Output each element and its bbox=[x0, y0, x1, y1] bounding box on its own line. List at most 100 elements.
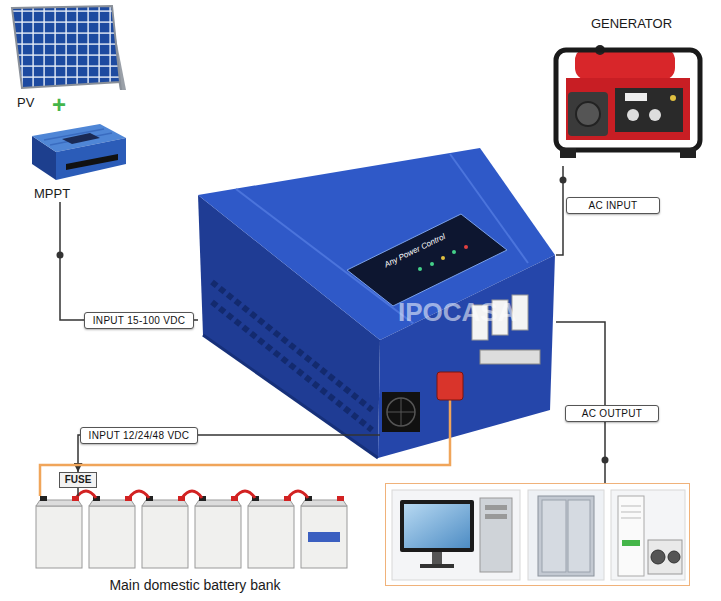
inverter-illustration bbox=[198, 148, 555, 458]
battery-illustration bbox=[248, 506, 294, 568]
wire-connector bbox=[556, 166, 563, 255]
node-text: GENERATOR bbox=[591, 16, 672, 32]
solar-panel bbox=[12, 6, 126, 90]
appliance-illustration bbox=[622, 540, 640, 546]
node-text: Any Power Control bbox=[377, 229, 453, 273]
appliance-illustration bbox=[568, 500, 590, 572]
solar-panel bbox=[12, 6, 120, 88]
inverter-illustration bbox=[480, 350, 540, 364]
mppt-controller: MPPT bbox=[28, 120, 128, 202]
generator-illustration bbox=[576, 102, 600, 126]
battery-illustration bbox=[142, 506, 188, 568]
wire-dot bbox=[57, 177, 609, 464]
node-text: FUSE bbox=[65, 474, 92, 486]
node-text: MPPT bbox=[34, 186, 70, 202]
wire-connector bbox=[40, 450, 450, 496]
inverter-illustration bbox=[198, 434, 380, 436]
battery-illustration bbox=[195, 506, 241, 568]
appliance-illustration bbox=[668, 551, 680, 563]
solar-panel bbox=[120, 82, 121, 90]
inverter-illustration bbox=[198, 148, 555, 340]
wire-label: INPUT 15-100 VDC bbox=[84, 312, 194, 329]
wire-label: AC OUTPUT bbox=[565, 405, 659, 422]
appliance-illustration bbox=[621, 518, 641, 519]
battery-illustration bbox=[195, 496, 241, 568]
appliance-illustration bbox=[618, 496, 644, 576]
generator-illustration bbox=[670, 95, 676, 101]
generator-illustration bbox=[556, 50, 700, 150]
watermark: IPOCASA bbox=[398, 298, 516, 327]
battery-illustration bbox=[308, 532, 340, 542]
generator-illustration bbox=[680, 148, 696, 158]
battery-illustration bbox=[76, 491, 308, 498]
battery-illustration bbox=[301, 496, 347, 568]
wire-connector bbox=[77, 488, 79, 496]
mppt-device bbox=[62, 133, 100, 144]
generator-illustration bbox=[560, 148, 576, 158]
battery-bank: Main domestic battery bank bbox=[30, 496, 360, 594]
battery-illustration bbox=[89, 496, 135, 568]
inverter-illustration bbox=[203, 335, 378, 458]
generator-illustration bbox=[566, 78, 690, 140]
mppt-device bbox=[66, 154, 118, 170]
wire-connector bbox=[556, 322, 605, 483]
generator-illustration bbox=[615, 88, 683, 132]
mppt-device bbox=[32, 124, 126, 180]
inverter-illustration bbox=[347, 214, 507, 306]
appliance-illustration bbox=[485, 514, 507, 519]
battery-illustration bbox=[337, 496, 344, 501]
inverter-illustration bbox=[452, 250, 456, 254]
mppt-device bbox=[56, 138, 126, 180]
battery-illustration bbox=[89, 506, 135, 568]
battery-illustration bbox=[301, 506, 347, 568]
appliance-illustration bbox=[542, 500, 566, 572]
battery-illustration bbox=[142, 496, 188, 568]
inverter-illustration bbox=[437, 372, 463, 400]
battery-illustration bbox=[36, 491, 347, 568]
inverter-illustration bbox=[418, 267, 422, 271]
generator-illustration bbox=[556, 45, 700, 158]
inverter-illustration bbox=[449, 398, 452, 450]
inverter-illustration bbox=[401, 398, 402, 426]
appliance-illustration bbox=[392, 490, 685, 580]
pv-panel: PV bbox=[5, 3, 130, 111]
battery-illustration bbox=[36, 496, 82, 568]
generator-illustration bbox=[568, 92, 608, 136]
appliance-illustration bbox=[611, 490, 685, 580]
appliance-illustration bbox=[400, 500, 474, 552]
appliance-panel bbox=[385, 483, 690, 586]
appliance-illustration bbox=[528, 490, 604, 580]
wire-connector bbox=[60, 202, 198, 320]
battery-illustration bbox=[36, 506, 82, 568]
node-text: PV bbox=[17, 95, 34, 111]
generator-illustration bbox=[575, 48, 675, 80]
inverter-illustration bbox=[387, 398, 415, 426]
appliance-illustration bbox=[392, 490, 520, 580]
inverter-illustration bbox=[464, 245, 468, 249]
generator-illustration bbox=[649, 109, 661, 121]
node-text: Main domestic battery bank bbox=[109, 577, 280, 594]
generator-illustration bbox=[625, 93, 647, 101]
wire-label: AC INPUT bbox=[566, 197, 660, 214]
appliance-illustration bbox=[538, 496, 594, 576]
wire-label: INPUT 12/24/48 VDC bbox=[80, 427, 199, 444]
appliance-illustration bbox=[621, 512, 641, 513]
generator: GENERATOR bbox=[545, 16, 710, 166]
battery-illustration bbox=[248, 496, 294, 568]
fuse-box: FUSE bbox=[59, 472, 98, 488]
inverter-illustration bbox=[441, 256, 445, 260]
appliance-illustration bbox=[480, 498, 512, 572]
inverter-illustration bbox=[212, 302, 372, 430]
appliance-illustration bbox=[651, 550, 665, 564]
plus-sign: + bbox=[52, 92, 66, 118]
appliance-illustration bbox=[648, 540, 682, 574]
battery-illustration bbox=[40, 496, 47, 501]
appliance-illustration bbox=[404, 504, 470, 548]
appliance-illustration bbox=[621, 506, 641, 507]
appliance-illustration bbox=[485, 505, 507, 510]
appliance-illustration bbox=[420, 564, 454, 568]
inverter-illustration bbox=[430, 262, 434, 266]
generator-illustration bbox=[627, 109, 639, 121]
